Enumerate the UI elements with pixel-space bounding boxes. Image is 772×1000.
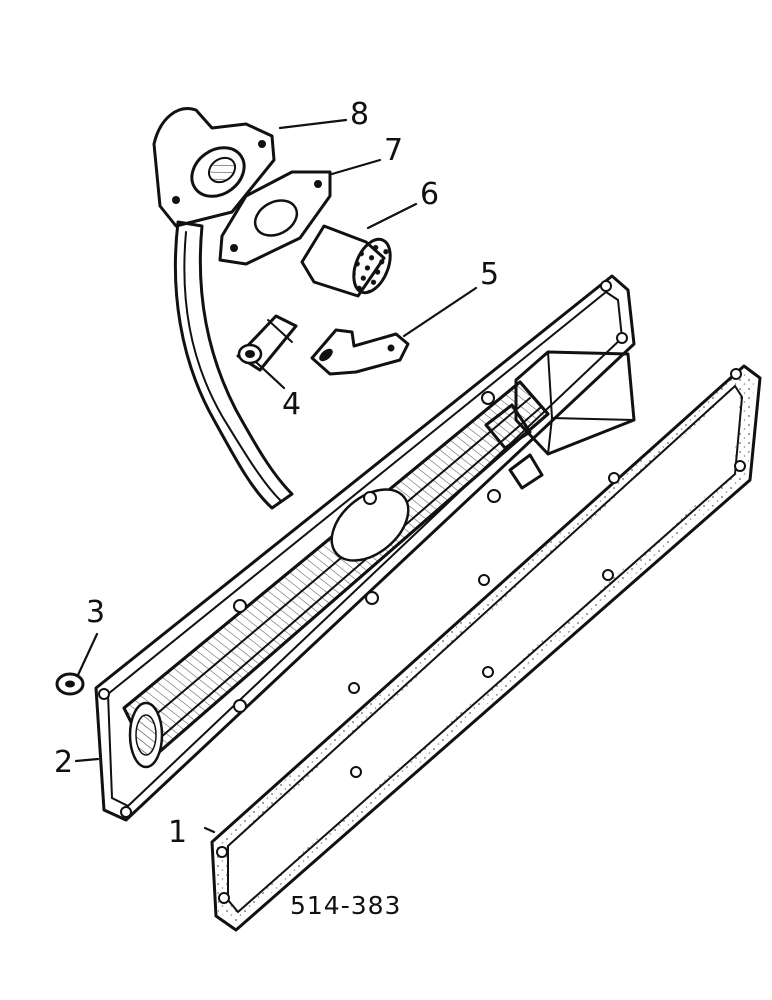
drawing-reference-number: 514-383 (290, 891, 401, 920)
callout-8: 8 (350, 97, 369, 132)
callout-4: 4 (282, 387, 301, 422)
callout-2: 2 (54, 745, 73, 780)
flange-gasket (218, 170, 332, 266)
gasket (210, 364, 762, 932)
callout-6: 6 (420, 177, 439, 212)
clip (236, 314, 298, 372)
callout-5: 5 (480, 257, 499, 292)
breather-pipe (152, 107, 294, 510)
callout-1: 1 (168, 815, 187, 850)
breather-element (300, 224, 392, 298)
callout-3: 3 (86, 595, 105, 630)
rocker-cover (94, 274, 636, 822)
bracket (310, 328, 410, 376)
leader-lines (74, 118, 478, 834)
callout-7: 7 (384, 133, 403, 168)
seal-washer (55, 672, 85, 696)
